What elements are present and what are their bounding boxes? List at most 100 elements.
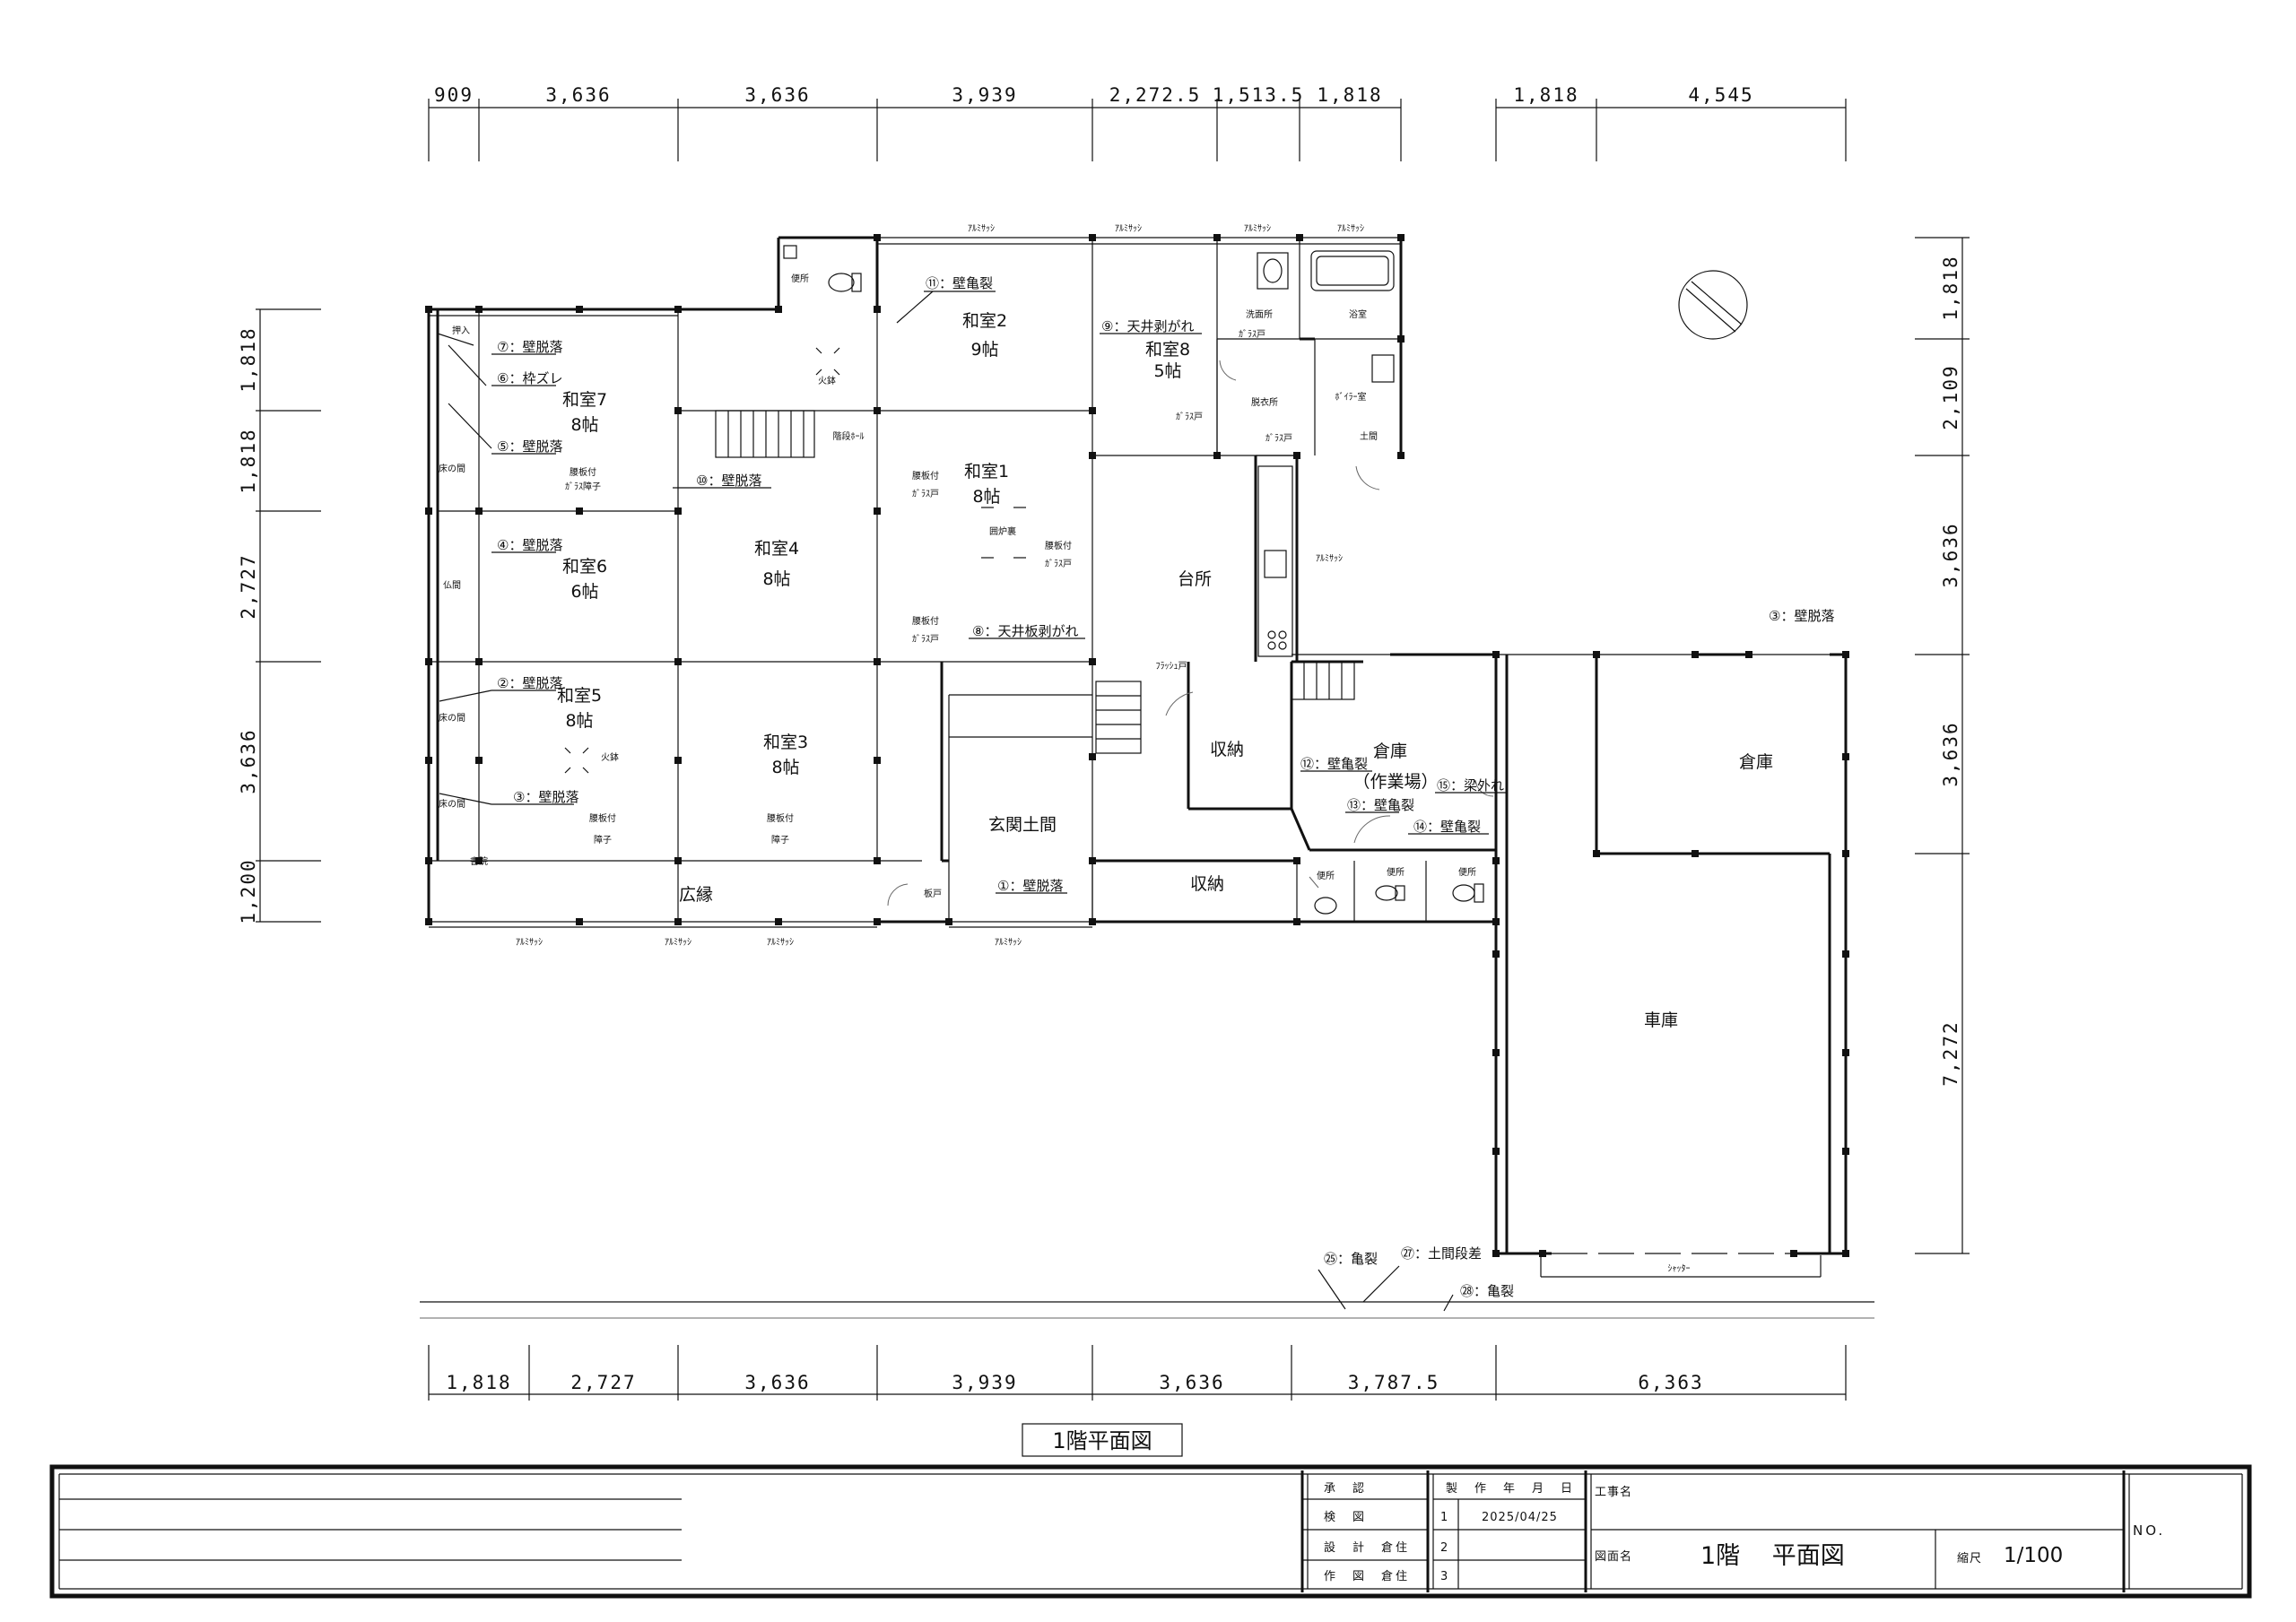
dim-top-4: 3,939	[952, 84, 1017, 106]
fit-alumi-2: ｱﾙﾐｻｯｼ	[1115, 223, 1142, 234]
tb-approval: 承 認	[1324, 1481, 1367, 1496]
dim-left-5: 1,200	[238, 858, 259, 924]
room-washitsu2: 和室2	[962, 311, 1007, 331]
dim-top-6: 1,513.5	[1213, 84, 1305, 106]
fit-alumi-4: ｱﾙﾐｻｯｼ	[1337, 223, 1364, 234]
stair-2	[1095, 681, 1142, 754]
room-kaidan-hall: 階段ﾎｰﾙ	[833, 430, 865, 442]
room-shuno-1: 収納	[1210, 740, 1244, 759]
room-washitsu4-size: 8帖	[762, 569, 790, 589]
pillars	[425, 234, 1500, 925]
note-8: ⑧：天井板剥がれ	[972, 623, 1078, 639]
bottom-dimension-line: 1,818 2,727 3,636 3,939 3,636 3,787.5 6,…	[428, 1345, 1847, 1401]
dim-top-5: 2,272.5	[1109, 84, 1202, 106]
note-1: ①：壁脱落	[997, 878, 1063, 894]
room-yokushitsu: 浴室	[1349, 308, 1367, 320]
tb-design: 設 計 倉住	[1324, 1540, 1410, 1555]
fit-koshiita-2: 腰板付	[912, 470, 939, 481]
fit-shutter: ｼｬｯﾀｰ	[1668, 1263, 1691, 1274]
room-doma: 土間	[1360, 430, 1378, 442]
fit-alumi-9: ｱﾙﾐｻｯｼ	[995, 937, 1022, 948]
tb-drawing-name: 1階 平面図	[1700, 1542, 1845, 1570]
fit-flush-door: ﾌﾗｯｼｭ戸	[1156, 661, 1187, 672]
house-walls	[425, 234, 1500, 928]
dim-top-8: 1,818	[1513, 84, 1578, 106]
fit-koshiita-6: 腰板付	[767, 812, 794, 824]
dim-top-3: 3,636	[744, 84, 810, 106]
irori-marker	[981, 507, 1026, 559]
top-dimension-line: 909 3,636 3,636 3,939 2,272.5 1,513.5 1,…	[428, 84, 1847, 161]
stair-main	[715, 410, 815, 458]
room-shoin: 書院	[470, 855, 488, 867]
room-irori: 囲炉裏	[989, 525, 1016, 537]
dim-right-4: 3,636	[1940, 721, 1961, 786]
dim-bottom-3: 3,636	[744, 1372, 810, 1393]
tb-scale: 1/100	[2004, 1544, 2063, 1567]
dim-bottom-4: 3,939	[952, 1372, 1017, 1393]
stair-1	[1291, 661, 1355, 700]
room-washitsu6-size: 6帖	[570, 582, 598, 602]
room-senmenjo: 洗面所	[1246, 309, 1273, 320]
fit-koshiita-4: 腰板付	[912, 615, 939, 627]
north-arrow-icon	[1678, 270, 1748, 340]
note-3: ③：壁脱落	[513, 789, 578, 805]
toilet-bottom-2	[1375, 885, 1405, 901]
fit-alumi-6: ｱﾙﾐｻｯｼ	[516, 937, 543, 948]
note-6: ⑥：枠ズレ	[497, 370, 562, 386]
site-boundary	[420, 1265, 1874, 1319]
dim-top-9: 4,545	[1688, 84, 1753, 106]
tb-draft: 作 図 倉住	[1324, 1570, 1410, 1583]
room-benjo-2: 便所	[1317, 870, 1335, 881]
room-washitsu7-size: 8帖	[570, 415, 598, 435]
dim-bottom-1: 1,818	[446, 1372, 511, 1393]
bathtub	[1310, 250, 1395, 291]
fit-alumi-7: ｱﾙﾐｻｯｼ	[665, 937, 691, 948]
toilet-bottom-3	[1452, 883, 1484, 903]
room-shako: 車庫	[1644, 1010, 1678, 1030]
room-itado: 板戸	[924, 888, 942, 899]
room-datsuijo: 脱衣所	[1251, 396, 1278, 408]
tb-made-date-label: 製 作 年 月 日	[1446, 1482, 1575, 1496]
dim-top-1: 909	[434, 84, 474, 106]
room-hibachi-2: 火鉢	[601, 751, 619, 763]
room-hibachi-1: 火鉢	[818, 375, 836, 386]
hibachi-marker-5	[564, 747, 589, 774]
fit-glass-shoji: ｶﾞﾗｽ障子	[565, 481, 601, 492]
tb-scale-label: 縮尺	[1957, 1551, 1982, 1566]
room-washitsu4: 和室4	[754, 539, 799, 559]
note-28: ㉘：亀裂	[1460, 1283, 1514, 1299]
room-boiler: ﾎﾞｲﾗｰ室	[1335, 391, 1367, 403]
note-27: ㉗：土間段差	[1401, 1245, 1482, 1262]
fit-glass-door-2: ｶﾞﾗｽ戸	[1176, 412, 1203, 422]
room-washitsu1-size: 8帖	[972, 487, 1000, 507]
dim-bottom-5: 3,636	[1159, 1372, 1224, 1393]
hibachi-marker-2	[815, 347, 840, 376]
room-daidokoro: 台所	[1178, 569, 1212, 589]
fit-glass-door-4: ｶﾞﾗｽ戸	[912, 489, 939, 499]
note-4: ④：壁脱落	[497, 537, 562, 553]
room-shuno-2: 収納	[1190, 874, 1224, 894]
note-13: ⑬：壁亀裂	[1347, 797, 1414, 813]
dim-right-5: 7,272	[1940, 1020, 1961, 1086]
dim-top-7: 1,818	[1317, 84, 1382, 106]
tb-check: 検 図	[1324, 1511, 1367, 1524]
tb-row-3: 3	[1440, 1570, 1450, 1583]
room-tokonoma-1: 床の間	[439, 463, 465, 474]
fit-glass-door-6: ｶﾞﾗｽ戸	[912, 634, 939, 645]
fit-koshiita-3: 腰板付	[1045, 540, 1072, 551]
damage-notes: ⑦：壁脱落 ⑥：枠ズレ ⑤：壁脱落 ④：壁脱落 ②：壁脱落 ③：壁脱落 ⑩：壁脱…	[497, 275, 1834, 1299]
note-10: ⑩：壁脱落	[696, 473, 761, 489]
note-15: ⑮：梁外れ	[1437, 777, 1504, 794]
room-oshiire: 押入	[452, 325, 470, 336]
fit-glass-door-3: ｶﾞﾗｽ戸	[1265, 433, 1292, 444]
kitchen-counter	[1257, 465, 1293, 657]
fitting-labels: ｱﾙﾐｻｯｼ ｱﾙﾐｻｯｼ ｱﾙﾐｻｯｼ ｱﾙﾐｻｯｼ ｱﾙﾐｻｯｼ ｱﾙﾐｻｯ…	[516, 223, 1691, 1274]
note-25: ㉕：亀裂	[1324, 1251, 1378, 1267]
fit-glass-door-1: ｶﾞﾗｽ戸	[1239, 329, 1265, 340]
note-7: ⑦：壁脱落	[497, 339, 562, 355]
title-block: 承 認 検 図 設 計 倉住 作 図 倉住 製 作 年 月 日 1 2 3 20…	[49, 1464, 2252, 1599]
dim-left-4: 3,636	[238, 728, 259, 794]
note-3b: ③：壁脱落	[1769, 608, 1834, 624]
